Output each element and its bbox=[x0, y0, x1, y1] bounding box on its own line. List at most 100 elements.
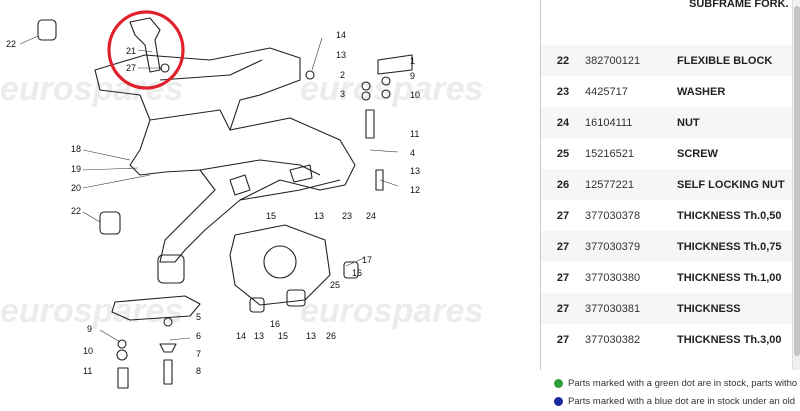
callout-9b[interactable]: 9 bbox=[87, 324, 92, 334]
callout-14a[interactable]: 14 bbox=[336, 30, 346, 40]
highlight-circle bbox=[107, 10, 185, 90]
blue-dot-icon bbox=[554, 396, 563, 406]
callout-9a[interactable]: 9 bbox=[410, 71, 415, 81]
callout-17[interactable]: 17 bbox=[362, 255, 372, 265]
callout-16b[interactable]: 16 bbox=[270, 319, 280, 329]
callout-6[interactable]: 6 bbox=[196, 331, 201, 341]
row-description: FLEXIBLE BLOCK bbox=[677, 54, 773, 67]
row-part-code: 12577221 bbox=[585, 178, 634, 191]
callout-7[interactable]: 7 bbox=[196, 349, 201, 359]
legend-green: Parts marked with a green dot are in sto… bbox=[554, 374, 800, 392]
table-scrollbar-thumb[interactable] bbox=[794, 6, 800, 356]
row-description: THICKNESS bbox=[677, 302, 741, 315]
row-part-code: 377030382 bbox=[585, 333, 641, 346]
callout-15a[interactable]: 15 bbox=[266, 211, 276, 221]
washer-10-lower bbox=[116, 349, 128, 361]
row-part-code: 377030381 bbox=[585, 302, 641, 315]
washer-3 bbox=[361, 91, 371, 101]
legend-blue: Parts marked with a blue dot are in stoc… bbox=[554, 392, 800, 410]
callout-24[interactable]: 24 bbox=[366, 211, 376, 221]
callout-13a[interactable]: 13 bbox=[336, 50, 346, 60]
green-dot-icon bbox=[554, 378, 563, 388]
callout-5[interactable]: 5 bbox=[196, 312, 201, 322]
callout-19[interactable]: 19 bbox=[71, 164, 81, 174]
washer-6 bbox=[163, 317, 173, 327]
callout-13c[interactable]: 13 bbox=[314, 211, 324, 221]
callout-4[interactable]: 4 bbox=[410, 148, 415, 158]
callout-13d[interactable]: 13 bbox=[254, 331, 264, 341]
gearbox-flange bbox=[263, 245, 297, 279]
bracket-1 bbox=[377, 54, 413, 75]
subframe-front-rail bbox=[159, 59, 263, 81]
bracket-5 bbox=[111, 295, 201, 321]
bolt-11-lower bbox=[117, 367, 129, 389]
callout-27[interactable]: 27 bbox=[126, 63, 136, 73]
bolt-11-right bbox=[365, 109, 375, 139]
callout-13e[interactable]: 13 bbox=[306, 331, 316, 341]
row-position: 24 bbox=[556, 116, 570, 129]
nut-13-top bbox=[305, 70, 315, 80]
nut-9-right bbox=[381, 76, 391, 86]
callout-20[interactable]: 20 bbox=[71, 183, 81, 193]
screw-12 bbox=[375, 169, 384, 191]
row-part-code: 15216521 bbox=[585, 147, 634, 160]
row-description: THICKNESS Th.3,00 bbox=[677, 333, 782, 346]
callout-21[interactable]: 21 bbox=[126, 46, 136, 56]
callout-3[interactable]: 3 bbox=[340, 89, 345, 99]
callout-1[interactable]: 1 bbox=[410, 56, 415, 66]
callout-labels: 22 21 27 14 13 2 3 1 9 10 11 18 19 20 4 … bbox=[6, 30, 420, 376]
leader-lines bbox=[19, 35, 399, 343]
callout-11b[interactable]: 11 bbox=[83, 366, 92, 376]
callout-22b[interactable]: 22 bbox=[71, 206, 81, 216]
callout-8[interactable]: 8 bbox=[196, 366, 201, 376]
subframe-rear-rail bbox=[199, 159, 321, 176]
flexible-block-lower bbox=[157, 254, 185, 284]
row-position: 27 bbox=[556, 271, 570, 284]
callout-11a[interactable]: 11 bbox=[410, 129, 419, 139]
callout-13b[interactable]: 13 bbox=[410, 166, 420, 176]
callout-25[interactable]: 25 bbox=[330, 280, 340, 290]
callout-10a[interactable]: 10 bbox=[410, 90, 420, 100]
row-position: 27 bbox=[556, 240, 570, 253]
washer-2 bbox=[361, 81, 371, 91]
bush-16-right bbox=[343, 261, 359, 279]
subframe-mount-b bbox=[289, 164, 313, 183]
nut-9-lower bbox=[117, 339, 127, 349]
callout-22a[interactable]: 22 bbox=[6, 39, 16, 49]
flexible-block-22-top bbox=[37, 19, 57, 41]
callout-18[interactable]: 18 bbox=[71, 144, 81, 154]
row-position: 26 bbox=[556, 178, 570, 191]
parts-diagram: eurospares eurospares eurospares eurospa… bbox=[0, 10, 484, 389]
callout-15b[interactable]: 15 bbox=[278, 331, 288, 341]
callout-14b[interactable]: 14 bbox=[236, 331, 246, 341]
callout-10b[interactable]: 10 bbox=[83, 346, 93, 356]
callout-23[interactable]: 23 bbox=[342, 211, 352, 221]
callout-2[interactable]: 2 bbox=[340, 70, 345, 80]
row-position: 27 bbox=[556, 302, 570, 315]
row-part-code: 4425717 bbox=[585, 85, 628, 98]
callout-26[interactable]: 26 bbox=[326, 331, 336, 341]
washer-10-right bbox=[381, 89, 391, 99]
row-position: 22 bbox=[556, 54, 570, 67]
callout-12[interactable]: 12 bbox=[410, 185, 420, 195]
stock-legend: Parts marked with a green dot are in sto… bbox=[554, 374, 800, 410]
callout-16a[interactable]: 16 bbox=[352, 268, 362, 278]
subframe-crossmember bbox=[149, 109, 231, 131]
watermark-top-right: eurospares bbox=[300, 70, 483, 108]
table-scrollbar[interactable] bbox=[792, 0, 800, 370]
row-description: NUT bbox=[677, 116, 700, 129]
spacer-7 bbox=[159, 343, 177, 353]
table-row[interactable]: 27 377030381 THICKNESS bbox=[541, 293, 793, 324]
watermark-top: eurospares bbox=[0, 70, 183, 108]
gearbox-mount-block bbox=[286, 289, 306, 307]
